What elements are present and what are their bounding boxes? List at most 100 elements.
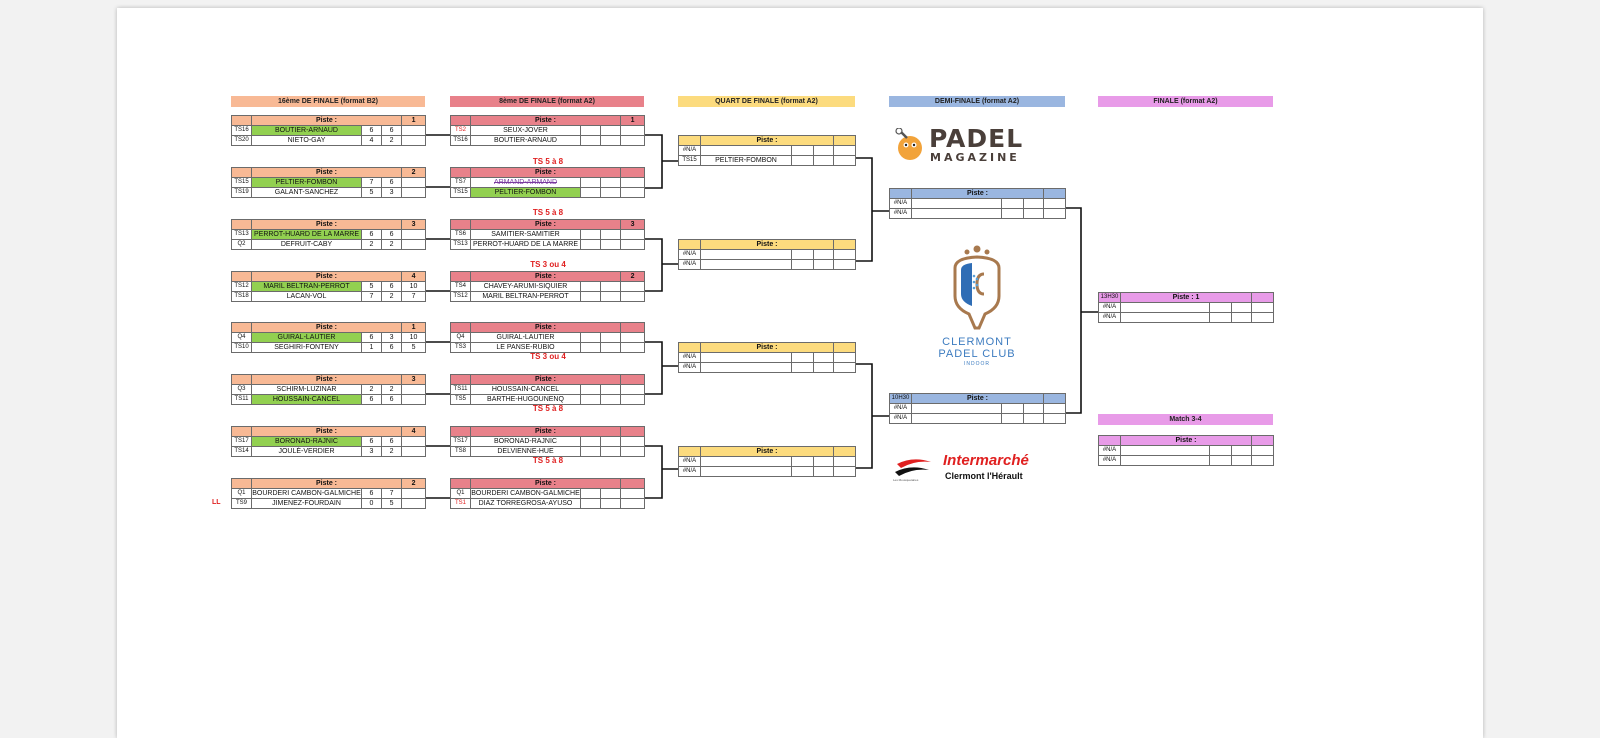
score: 6: [361, 125, 382, 136]
court-number: [833, 342, 857, 353]
court-number: 2: [620, 271, 646, 282]
court-number: [1251, 435, 1275, 446]
seed: TS15: [678, 155, 701, 166]
team-name: CHAVEY-ARUMI-SIQUIER: [470, 281, 581, 292]
team-name: [700, 362, 792, 373]
score: 6: [361, 436, 382, 447]
court-number: 4: [401, 271, 427, 282]
court-number: [1043, 188, 1067, 199]
clermont-padel-club-logo: CLERMONT PADEL CLUB INDOOR: [917, 244, 1037, 374]
team-name: BOUTIER-ARNAUD: [251, 125, 362, 136]
score: [401, 229, 427, 240]
seed: TS16: [231, 125, 252, 136]
club-name-line2: PADEL CLUB: [938, 348, 1016, 360]
score: [401, 488, 427, 499]
padel-racket-icon: [895, 128, 922, 160]
team-name: BOURDERI CAMBON-GALMICHE: [251, 488, 362, 499]
seed: Q1: [450, 488, 471, 499]
court-number: 3: [401, 219, 427, 230]
team-name: GALANT-SANCHEZ: [251, 187, 362, 198]
seed: #N/A: [889, 413, 912, 424]
seed: #N/A: [678, 249, 701, 260]
score: 2: [380, 239, 403, 250]
club-name-line1: CLERMONT: [942, 336, 1012, 348]
match-time: 10H30: [889, 393, 912, 404]
court-number: [833, 446, 857, 457]
score: 3: [361, 446, 382, 457]
team-name: [911, 208, 1002, 219]
team-name: ARMAND-ARMAND: [470, 177, 581, 188]
score: 4: [361, 135, 382, 146]
r8-seed-note: TS 3 ou 4: [530, 352, 566, 361]
court-number: 1: [620, 115, 646, 126]
seed: TS7: [450, 177, 471, 188]
team-name: GUIRAL-LAUTIER: [251, 332, 362, 343]
score: [401, 135, 427, 146]
seed: #N/A: [678, 456, 701, 467]
piste-label: Piste :: [1119, 435, 1253, 446]
seed: TS11: [450, 384, 471, 395]
score: [401, 446, 427, 457]
score: 5: [361, 187, 382, 198]
court-number: 3: [401, 374, 427, 385]
team-name: PELTIER-FOMBON: [251, 177, 362, 188]
piste-label: Piste :: [910, 188, 1045, 199]
score: [401, 239, 427, 250]
piste-label: Piste :: [910, 393, 1045, 404]
intermarche-logo: Intermarché Les Mousquetaires Clermont l…: [893, 452, 1043, 488]
r8-seed-note: TS 5 à 8: [532, 456, 564, 465]
court-number: [620, 322, 646, 333]
padel-magazine-logo: PADEL MAGAZINE: [893, 124, 1033, 168]
r8-seed-note: TS 5 à 8: [532, 208, 564, 217]
piste-label: Piste :: [250, 271, 403, 282]
seed: #N/A: [678, 466, 701, 477]
club-racket-emblem-icon: [953, 245, 1001, 330]
seed: TS1: [450, 498, 471, 509]
score: 6: [361, 332, 382, 343]
connector-line: [644, 445, 678, 499]
court-number: [833, 135, 857, 146]
seed: TS13: [450, 239, 471, 250]
piste-label: Piste :: [469, 374, 622, 385]
team-name: BOURDERI CAMBON-GALMICHE: [470, 488, 581, 499]
piste-label: Piste :: [250, 167, 403, 178]
score: [401, 498, 427, 509]
team-name: DEFRUIT-CABY: [251, 239, 362, 250]
score: 2: [361, 239, 382, 250]
piste-label: Piste :: [699, 342, 835, 353]
seed: Q3: [231, 384, 252, 395]
piste-label: Piste :: [699, 446, 835, 457]
score: 6: [380, 436, 403, 447]
team-name: BARTHE-HUGOUNENQ: [470, 394, 581, 405]
seed: #N/A: [678, 352, 701, 363]
score: 5: [361, 281, 382, 292]
seed: TS9: [231, 498, 252, 509]
r8-seed-note: TS 3 ou 4: [530, 260, 566, 269]
team-name: SAMITIER-SAMITIER: [470, 229, 581, 240]
score: 0: [361, 498, 382, 509]
seed: TS14: [231, 446, 252, 457]
padel-magazine-subtitle: MAGAZINE: [930, 151, 1020, 164]
seed: Q2: [231, 239, 252, 250]
team-name: [700, 145, 792, 156]
piste-label: Piste :: [250, 219, 403, 230]
team-name: JIMENEZ-FOURDAIN: [251, 498, 362, 509]
team-name: BOUTIER-ARNAUD: [470, 135, 581, 146]
court-number: 3: [620, 219, 646, 230]
seed: TS6: [450, 229, 471, 240]
connector-line: [644, 341, 678, 395]
seed: #N/A: [678, 362, 701, 373]
team-name: GUIRAL-LAUTIER: [470, 332, 581, 343]
team-name: PERROT-HUARD DE LA MARRE: [251, 229, 362, 240]
piste-label: Piste :: [250, 115, 403, 126]
seed: #N/A: [1098, 445, 1121, 456]
seed: TS12: [231, 281, 252, 292]
